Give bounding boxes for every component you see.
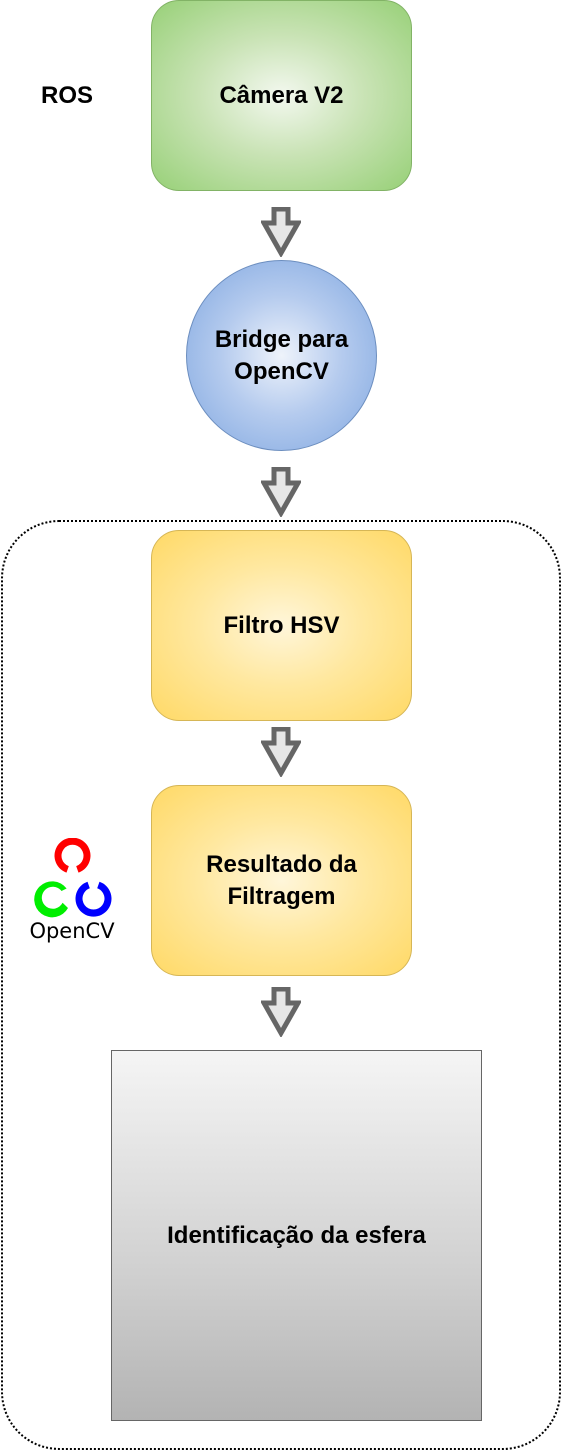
camera-node: Câmera V2 bbox=[151, 0, 412, 191]
arrow-bridge-to-hsv bbox=[261, 467, 301, 517]
hsv-filter-node-label: Filtro HSV bbox=[223, 611, 340, 639]
sphere-identification-node: Identificação da esfera bbox=[111, 1050, 482, 1421]
ros-label: ROS bbox=[40, 82, 93, 109]
opencv-logo-text: OpenCV bbox=[29, 919, 115, 943]
camera-node-label: Câmera V2 bbox=[219, 81, 344, 109]
bridge-node-label-line2: OpenCV bbox=[234, 357, 329, 385]
bridge-node: Bridge para OpenCV bbox=[186, 260, 377, 451]
arrow-hsv-to-result bbox=[261, 727, 301, 777]
filter-result-node: Resultado da Filtragem bbox=[151, 785, 412, 976]
filter-result-label-line1: Resultado da bbox=[206, 850, 357, 878]
bridge-node-label-line1: Bridge para bbox=[214, 325, 349, 353]
opencv-group-container bbox=[1, 520, 561, 1450]
filter-result-label-line2: Filtragem bbox=[227, 882, 336, 910]
opencv-logo-icon: OpenCV bbox=[29, 838, 115, 943]
sphere-identification-label: Identificação da esfera bbox=[167, 1221, 426, 1249]
hsv-filter-node: Filtro HSV bbox=[151, 530, 412, 721]
arrow-camera-to-bridge bbox=[261, 207, 301, 257]
arrow-result-to-identification bbox=[261, 987, 301, 1037]
